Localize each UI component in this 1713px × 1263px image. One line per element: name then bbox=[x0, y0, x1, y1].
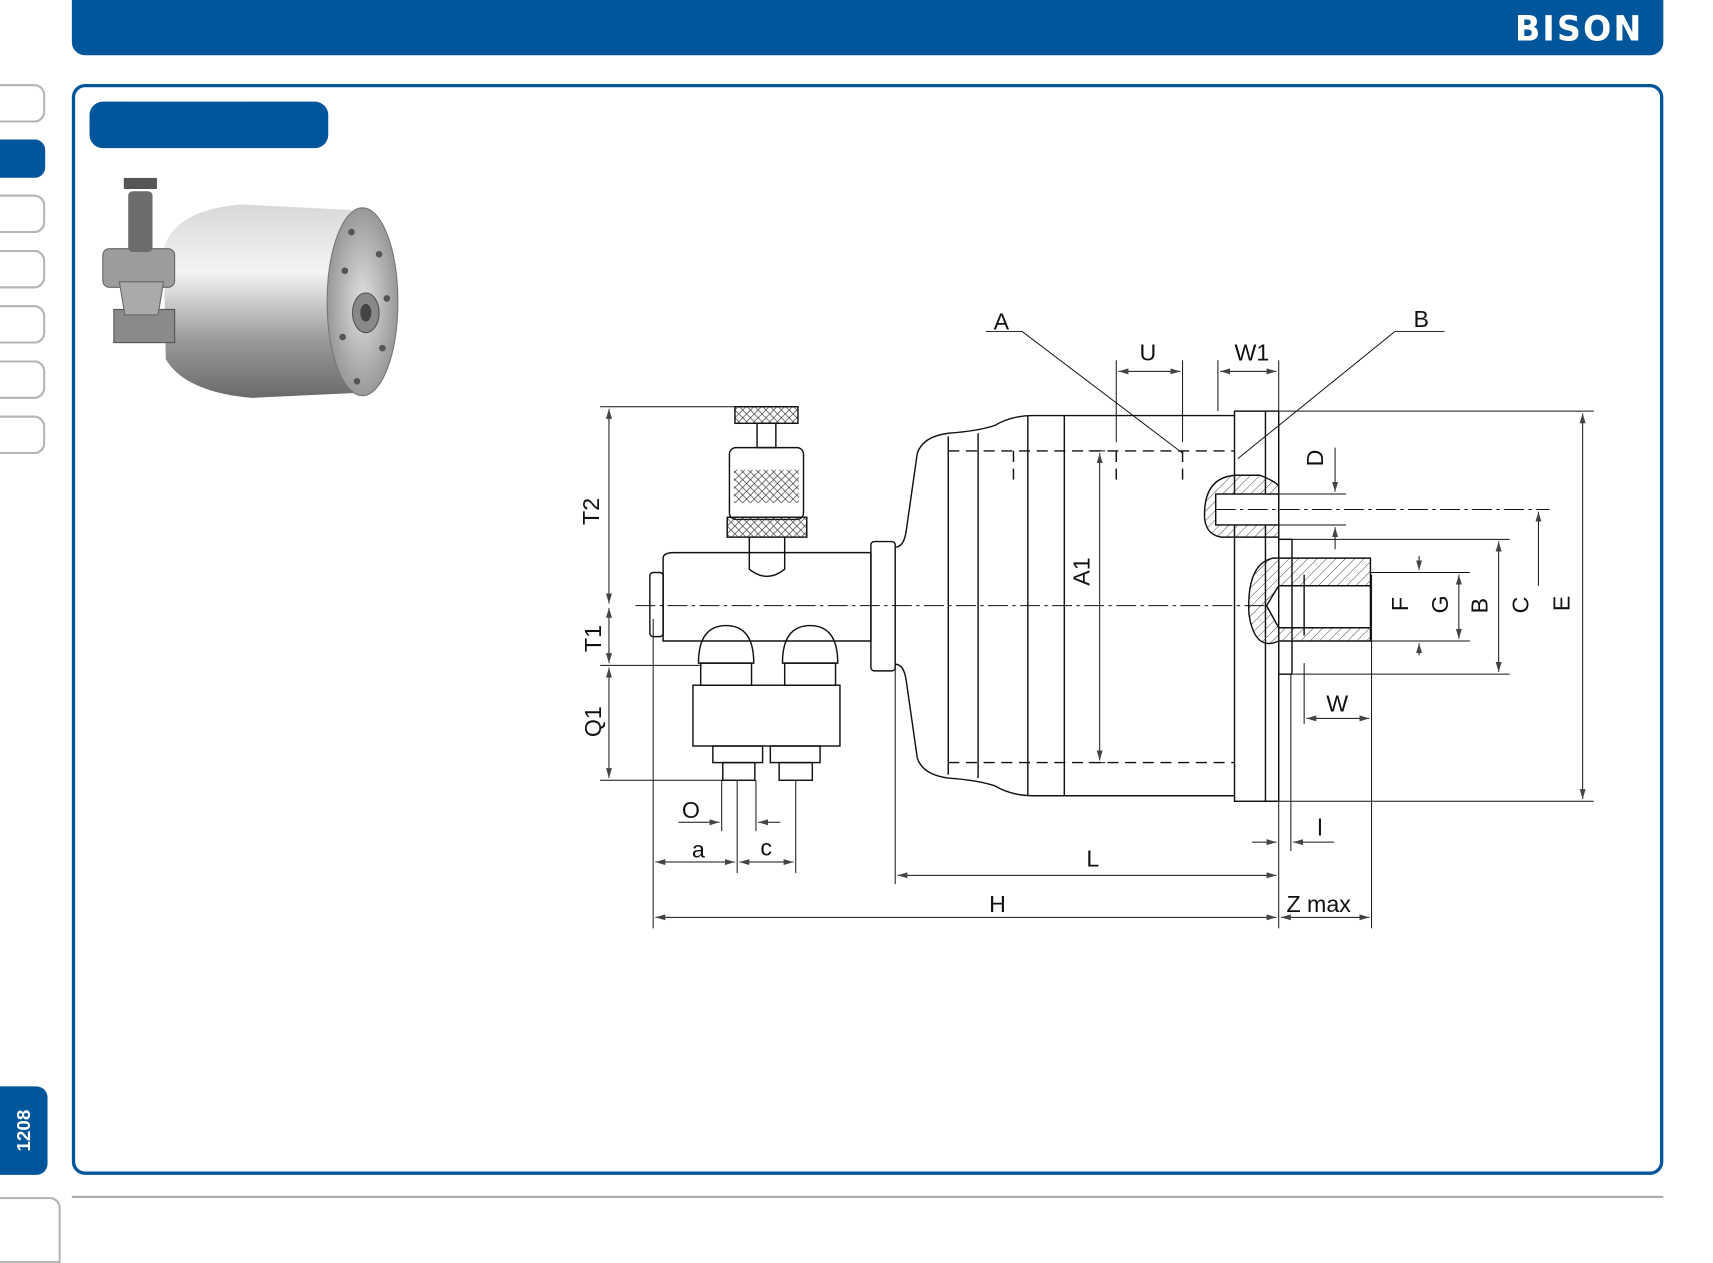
page-number-tab: 1208 bbox=[0, 1086, 48, 1175]
label-E: E bbox=[1548, 596, 1574, 611]
label-T2: T2 bbox=[578, 498, 604, 525]
side-tab-5[interactable] bbox=[0, 305, 46, 344]
label-D: D bbox=[1302, 450, 1328, 467]
label-U: U bbox=[1139, 339, 1156, 365]
label-C: C bbox=[1507, 597, 1533, 614]
content-panel bbox=[71, 83, 1664, 1175]
label-l: l bbox=[1317, 815, 1322, 841]
label-A: A bbox=[994, 308, 1010, 334]
side-tab-6[interactable] bbox=[0, 360, 46, 399]
side-tab-4[interactable] bbox=[0, 249, 46, 289]
valve-knob bbox=[734, 405, 799, 425]
label-H: H bbox=[989, 891, 1006, 917]
header-bar: BISON bbox=[71, 0, 1664, 56]
label-F: F bbox=[1387, 597, 1413, 611]
label-L: L bbox=[1086, 845, 1099, 871]
side-tab-7[interactable] bbox=[0, 415, 46, 455]
label-B: B bbox=[1467, 598, 1493, 613]
label-B-top: B bbox=[1414, 306, 1429, 332]
section-title-pill bbox=[89, 101, 329, 149]
side-tab-1[interactable] bbox=[0, 83, 46, 123]
label-Q1: Q1 bbox=[580, 706, 606, 737]
label-Zmax: Z max bbox=[1286, 891, 1351, 917]
label-W: W bbox=[1326, 691, 1348, 717]
side-tab-3[interactable] bbox=[0, 194, 46, 234]
label-T1: T1 bbox=[580, 625, 606, 652]
label-a: a bbox=[692, 837, 705, 863]
product-photo bbox=[102, 177, 399, 398]
side-tab-2-active[interactable] bbox=[0, 139, 46, 178]
label-A1: A1 bbox=[1069, 557, 1095, 585]
label-c: c bbox=[760, 834, 772, 860]
bison-logo: BISON bbox=[1514, 8, 1644, 50]
label-O: O bbox=[682, 797, 700, 823]
footer-divider bbox=[71, 1195, 1664, 1199]
cylinder-body bbox=[895, 414, 1235, 548]
label-G: G bbox=[1427, 595, 1453, 613]
label-W1: W1 bbox=[1235, 339, 1270, 365]
